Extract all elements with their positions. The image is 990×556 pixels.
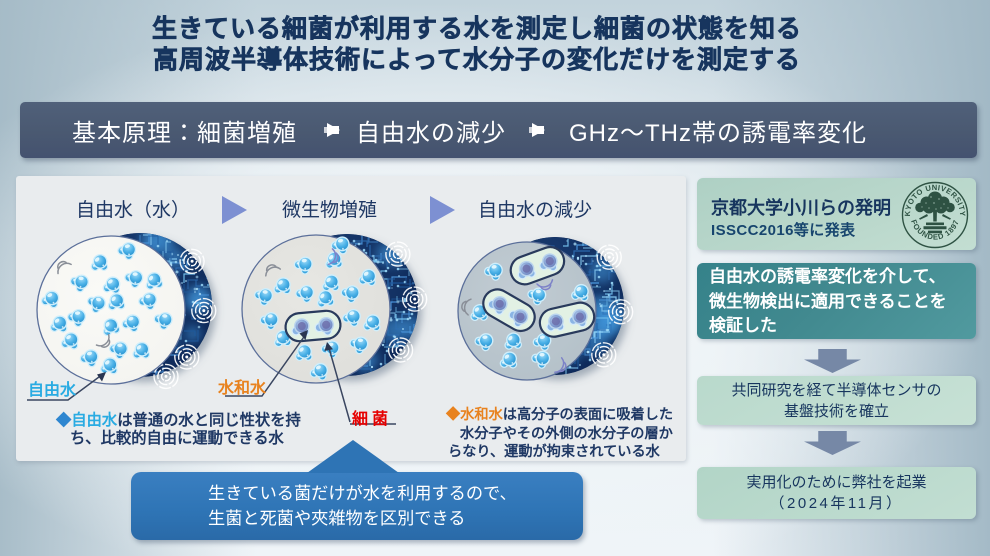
svg-text:FOUNDED 1897: FOUNDED 1897 xyxy=(909,218,961,241)
